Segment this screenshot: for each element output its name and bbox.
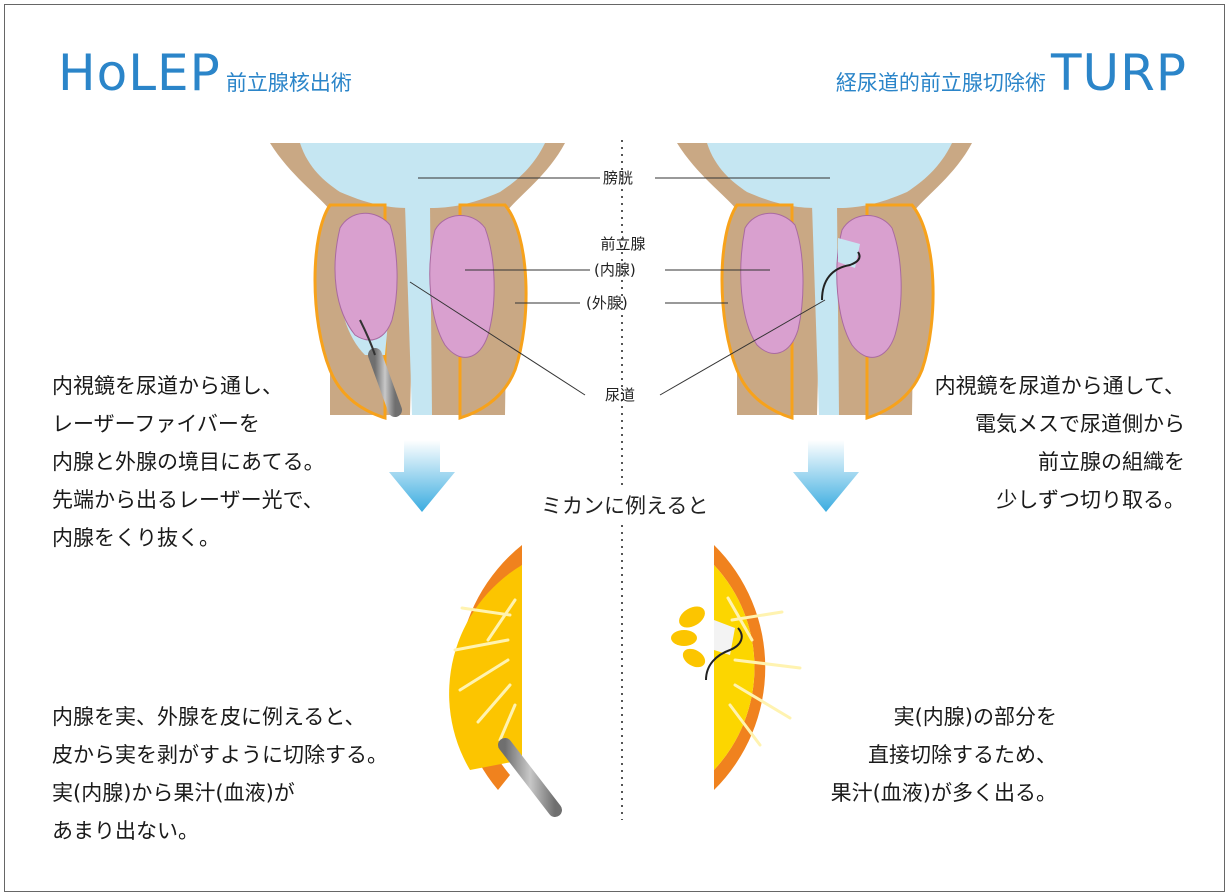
turp-title: TURP [1050,44,1187,102]
down-arrow-left [389,440,455,512]
holep-prostate-diagram [270,143,565,421]
label-urethra: 尿道 [605,386,636,404]
label-inner-gland: (内腺) [594,261,636,279]
down-arrow-right [793,440,859,512]
text-line: 内視鏡を尿道から通して、 [934,374,1185,398]
orange-peel [714,545,766,790]
text-line: 内腺をくり抜く。 [52,526,220,550]
holep-header: HoLEP 前立腺核出術 [58,44,352,102]
resected-area [838,238,860,268]
juice-splash [671,606,706,668]
electric-loop [705,627,743,681]
inner-gland [334,212,398,341]
orange-flesh [714,565,755,770]
holep-analogy-text: 内腺を実、外腺を皮に例えると、 皮から実を剥がすように切除する。 実(内腺)から… [52,698,388,850]
text-line: 前立腺の組織を [1038,450,1185,474]
center-caption: ミカンに例えると [537,490,713,520]
text-line: 先端から出るレーザー光で、 [52,488,324,512]
holep-procedure-text: 内視鏡を尿道から通し、 レーザーファイバーを 内腺と外腺の境目にあてる。 先端か… [52,367,325,557]
turp-analogy-text: 実(内腺)の部分を 直接切除するため、 果汁(血液)が多く出る。 [831,698,1057,812]
orange-holep [449,545,562,817]
bladder [707,143,952,208]
bladder [300,143,545,208]
orange-segments [726,596,802,747]
text-line: 内腺と外腺の境目にあてる。 [52,450,325,474]
urethra [405,205,432,415]
orange-turp [671,545,802,815]
label-prostate: 前立腺 [600,235,646,253]
inner-gland [740,212,804,354]
text-line: 実(内腺)の部分を [893,705,1057,729]
resected-flesh-chunk [714,620,735,655]
electric-loop [821,251,861,301]
text-line: あまり出ない。 [52,819,199,843]
turp-header: 経尿道的前立腺切除術 TURP [836,44,1187,102]
laser-fiber [359,319,376,356]
inner-gland [429,215,495,358]
turp-prostate-diagram [677,143,972,435]
endoscope [498,738,562,817]
text-line: 皮から実を剥がすように切除する。 [52,743,388,767]
label-outer-gland: (外腺) [586,294,628,312]
label-bladder: 膀胱 [603,169,634,187]
text-line: レーザーファイバーを [52,412,260,436]
turp-procedure-text: 内視鏡を尿道から通して、 電気メスで尿道側から 前立腺の組織を 少しずつ切り取る… [935,367,1185,519]
holep-title: HoLEP [58,44,221,102]
text-line: 果汁(血液)が多く出る。 [830,781,1057,805]
text-line: 直接切除するため、 [868,743,1057,767]
text-line: 少しずつ切り取る。 [996,488,1185,512]
leader-lines [409,177,830,396]
text-line: 内腺を実、外腺を皮に例えると、 [52,705,366,729]
orange-segments [453,598,517,742]
text-line: 実(内腺)から果汁(血液)が [52,781,295,805]
holep-subtitle: 前立腺核出術 [225,71,352,95]
text-line: 内視鏡を尿道から通し、 [52,374,283,398]
text-line: 電気メスで尿道側から [975,412,1185,436]
endoscope [368,348,402,417]
figure-frame [4,4,1225,892]
turp-subtitle: 経尿道的前立腺切除術 [835,71,1046,95]
